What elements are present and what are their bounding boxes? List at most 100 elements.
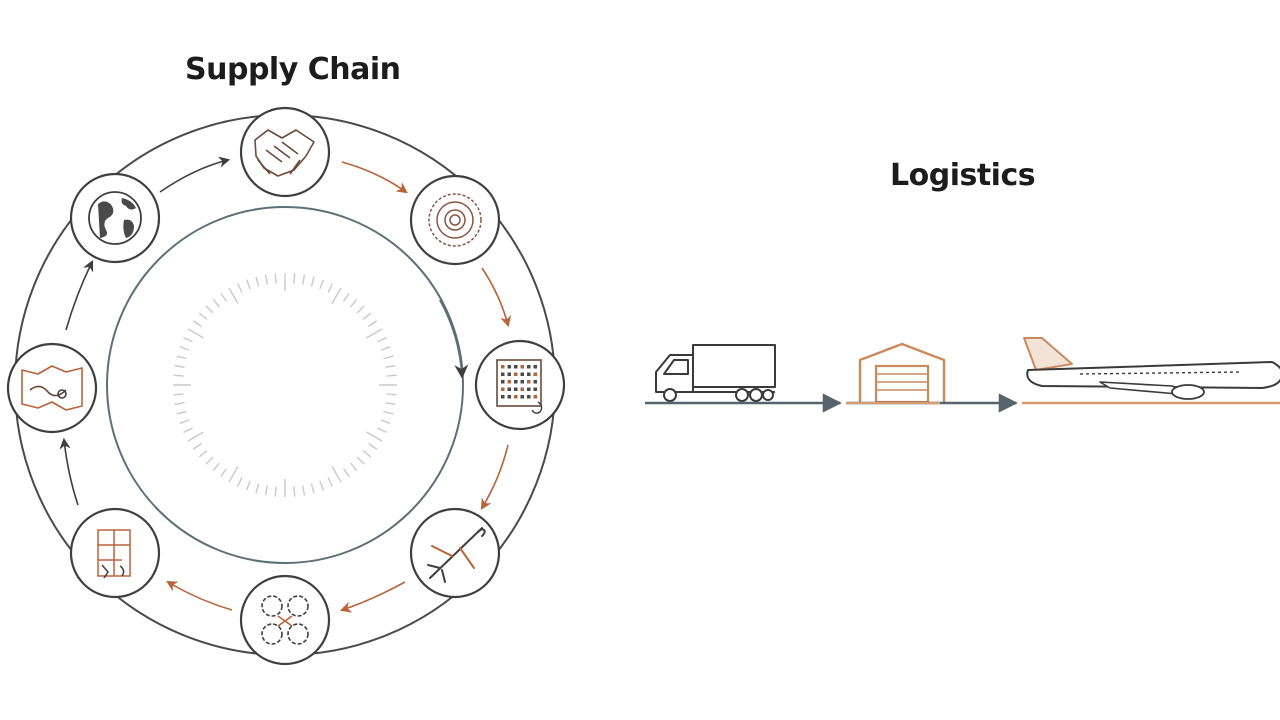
dial-tick	[380, 346, 391, 351]
dial-tick	[356, 456, 365, 465]
dial-tick	[237, 477, 243, 487]
dial-tick	[176, 410, 187, 415]
calendar-cell	[527, 395, 531, 399]
calendar-cell	[533, 395, 537, 399]
dial-tick	[385, 402, 396, 406]
inner-circle	[106, 206, 464, 564]
dial-tick	[176, 355, 187, 360]
dial-tick	[383, 355, 394, 360]
dial-tick	[173, 393, 184, 396]
dial-tick	[386, 393, 397, 396]
calendar-cell	[507, 380, 511, 384]
calendar-cell	[501, 395, 505, 399]
dial-tick	[179, 346, 190, 351]
warehouse-icon	[858, 342, 946, 404]
flow-arrows	[59, 156, 512, 613]
calendar-cell	[533, 387, 537, 391]
calendar-cell	[520, 387, 524, 391]
flow-arrow	[65, 259, 94, 331]
dial-tick	[319, 480, 324, 491]
calendar-cell	[533, 372, 537, 376]
calendar-cell	[533, 365, 537, 369]
node-calendar	[474, 339, 566, 431]
dial-tick	[331, 287, 342, 304]
dial-tick	[246, 480, 251, 491]
dial-tick	[174, 364, 185, 368]
dial-tick	[212, 462, 220, 472]
gear-icon	[428, 193, 482, 247]
dial-tick	[342, 292, 350, 302]
dial-tick	[327, 283, 333, 293]
dial-tick	[198, 450, 208, 458]
flow-arrow	[480, 444, 509, 510]
dial-tick	[310, 276, 315, 287]
dial-tick	[274, 273, 277, 284]
dial-tick	[198, 312, 208, 320]
calendar-cell	[514, 387, 518, 391]
dial-tick	[293, 486, 296, 497]
dial-tick	[302, 274, 306, 285]
node-globe	[69, 172, 161, 264]
dial-tick	[192, 320, 202, 328]
calendar-dots	[501, 365, 537, 399]
node-airplane	[409, 507, 501, 599]
calendar-cell	[520, 372, 524, 376]
dial-tick	[205, 305, 214, 314]
handshake-icon	[254, 129, 315, 177]
calendar-cell	[507, 387, 511, 391]
dial-tick	[362, 450, 372, 458]
calendar-cell	[527, 372, 531, 376]
flow-arrow	[159, 156, 231, 193]
dial-tick	[187, 328, 204, 339]
dial-tick	[173, 374, 184, 377]
calendar-cell	[520, 380, 524, 384]
dial-tick	[319, 279, 324, 290]
dial-tick	[246, 279, 251, 290]
dial-tick	[205, 456, 214, 465]
dial-tick	[385, 364, 396, 368]
dial-tick	[220, 468, 228, 478]
dial-tick	[192, 442, 202, 450]
dial-tick	[274, 486, 277, 497]
calendar-cell	[527, 380, 531, 384]
dial-tick	[342, 468, 350, 478]
flow-arrow	[341, 161, 408, 194]
calendar-cell	[501, 387, 505, 391]
dial-tick	[368, 320, 378, 328]
dial-tick	[327, 477, 333, 487]
dial-tick	[264, 485, 268, 496]
logistics-flow	[645, 337, 1280, 413]
truck-icon	[655, 344, 776, 402]
calendar-cell	[514, 365, 518, 369]
dial-tick	[377, 427, 387, 433]
calendar-cell	[501, 372, 505, 376]
dial-tick	[356, 305, 365, 314]
flow-arrow	[59, 437, 79, 506]
calendar-cell	[507, 372, 511, 376]
airplane-icon	[427, 527, 486, 583]
node-gear	[409, 174, 501, 266]
calendar-cell	[507, 395, 511, 399]
dial-tick	[293, 273, 296, 284]
dial-tick	[255, 276, 260, 287]
dial-tick	[350, 462, 358, 472]
flow-arrow	[166, 580, 233, 611]
dial-tick	[302, 485, 306, 496]
dial-tick	[174, 402, 185, 406]
inner-circle-arrow	[439, 299, 469, 379]
dial-tick	[366, 328, 383, 339]
dial-tick	[377, 337, 387, 343]
flow-arrow	[481, 267, 512, 328]
map-icon	[21, 365, 83, 411]
supply-chain-cycle	[6, 106, 566, 666]
dial-tick	[368, 442, 378, 450]
calendar-cell	[501, 365, 505, 369]
dial-tick	[183, 427, 193, 433]
dial-tick	[237, 283, 243, 293]
dial-tick	[228, 466, 239, 483]
calendar-cell	[520, 395, 524, 399]
globe-icon	[88, 191, 142, 245]
calendar-cell	[507, 365, 511, 369]
dial-tick	[380, 419, 391, 424]
